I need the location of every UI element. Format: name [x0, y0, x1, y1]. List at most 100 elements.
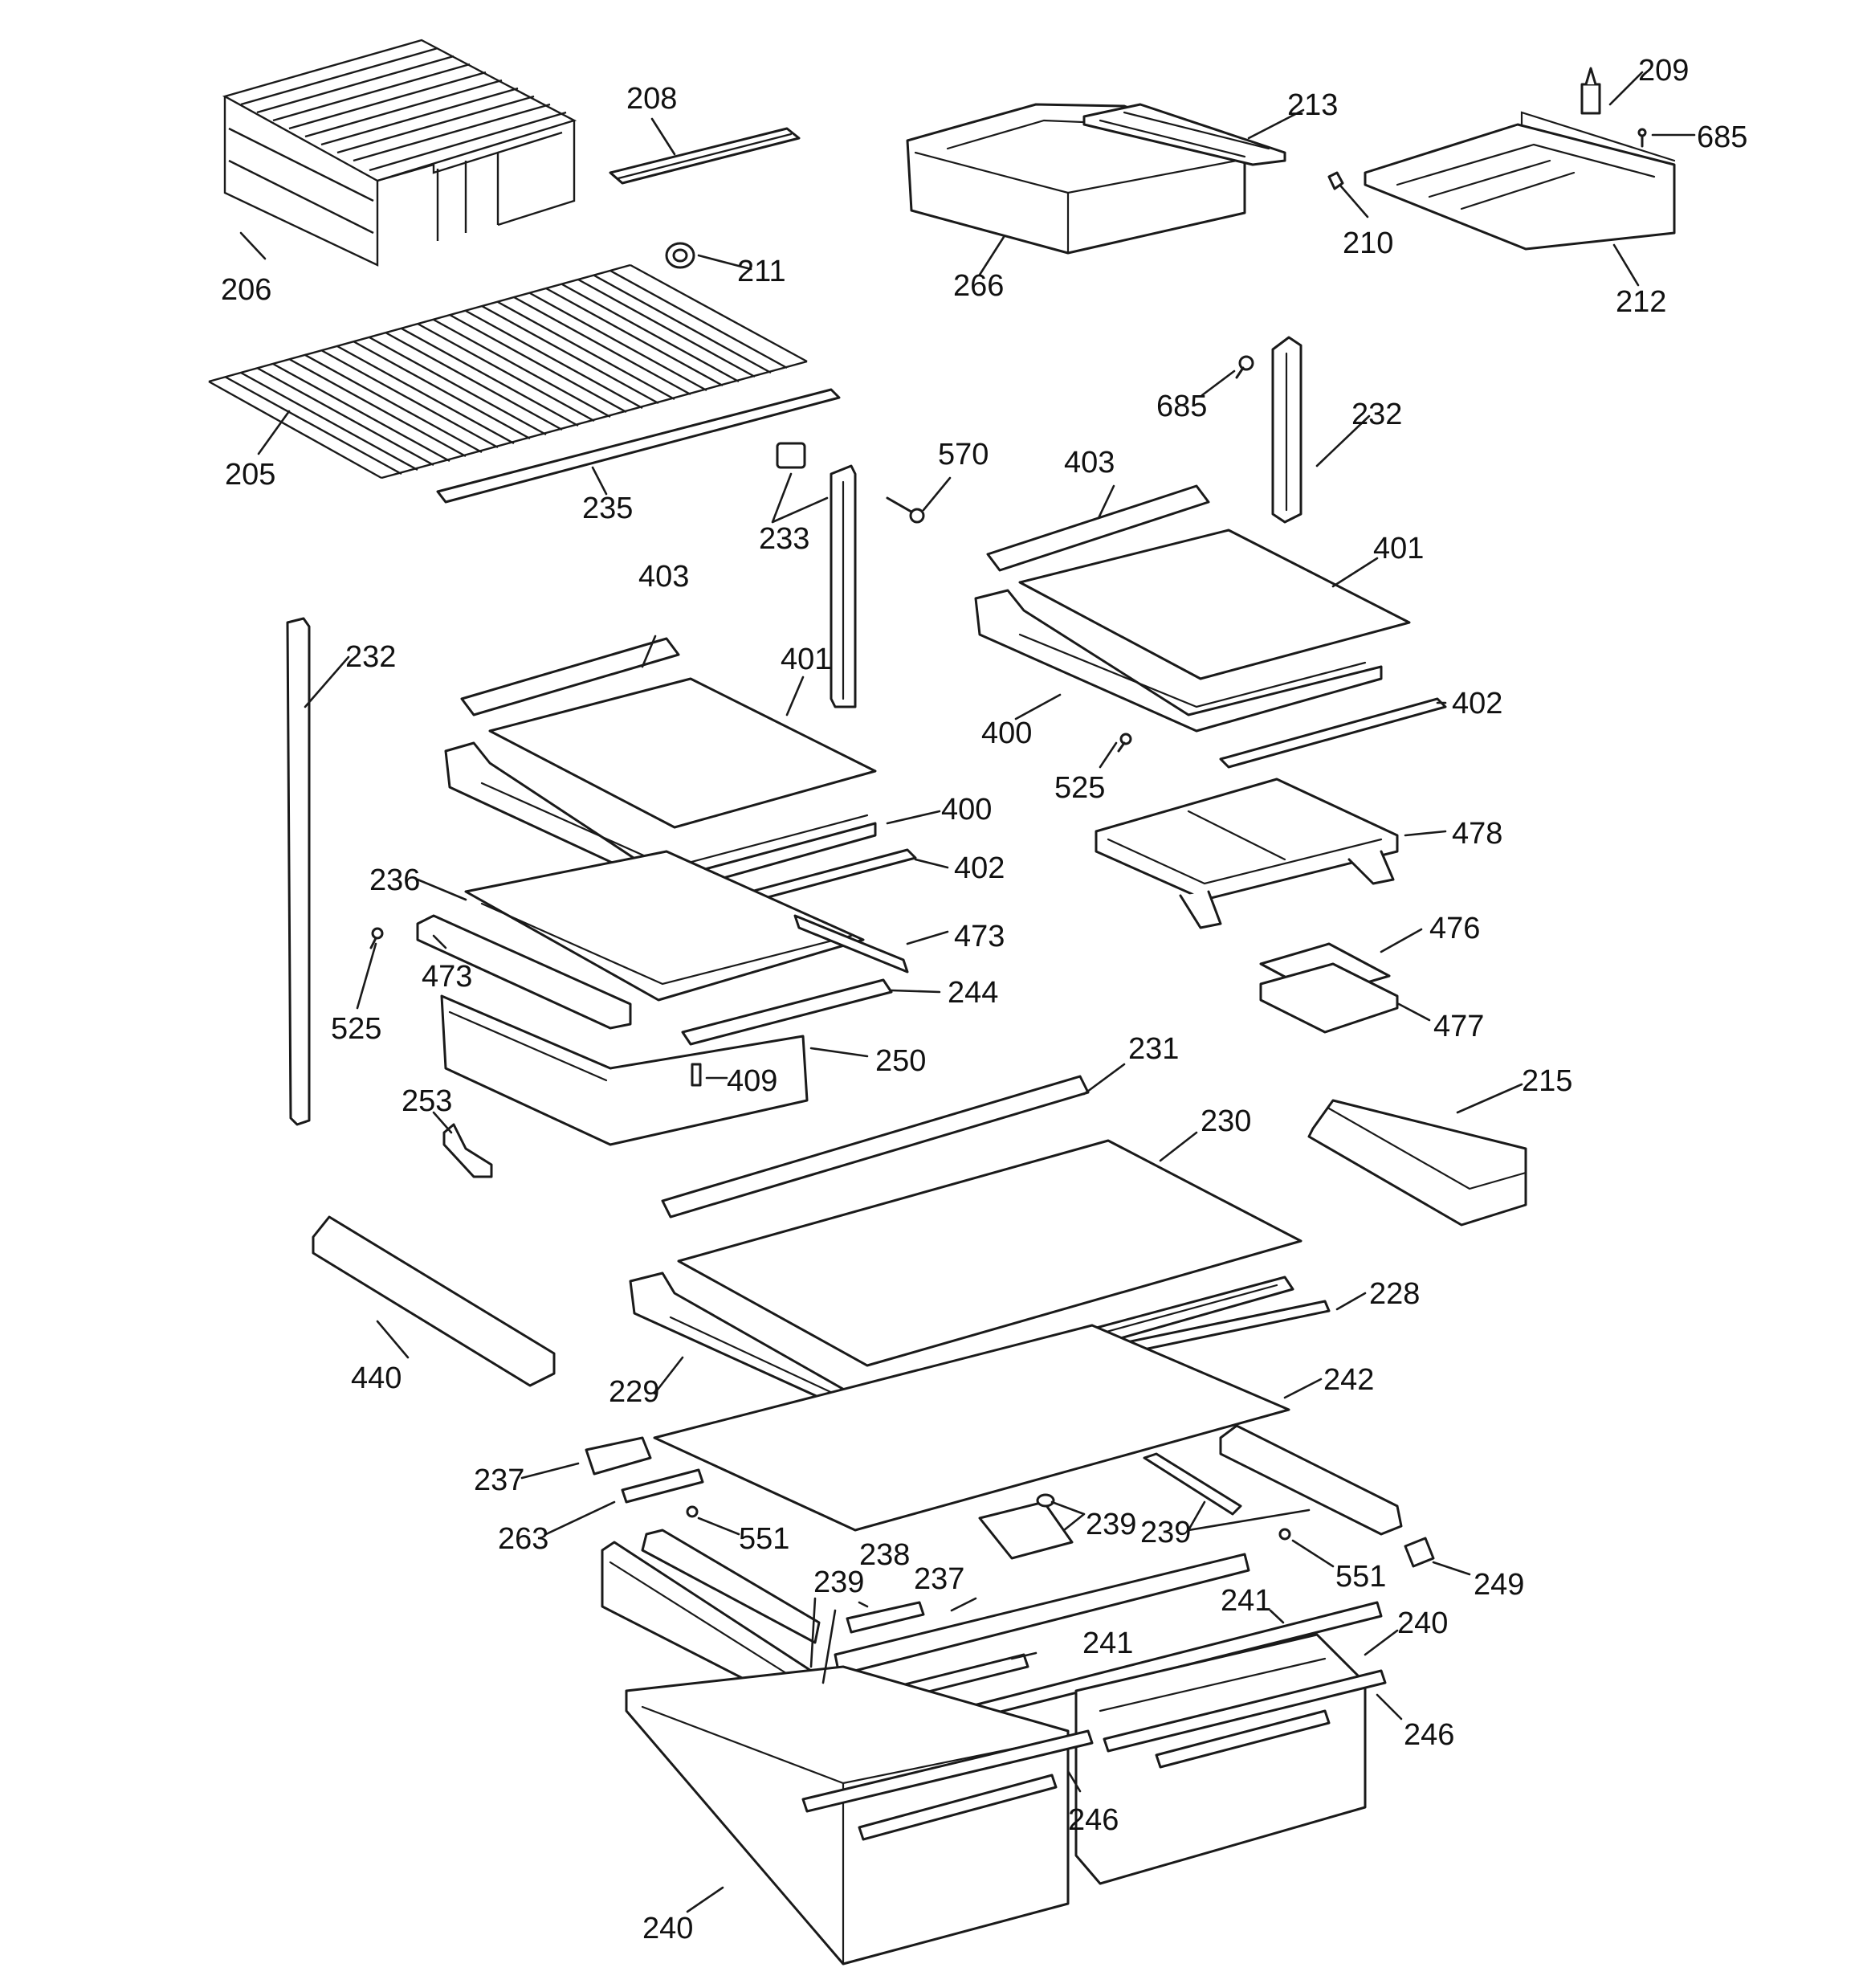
callout-249: 249 — [1474, 1568, 1524, 1602]
callout-211: 211 — [737, 255, 786, 288]
part-screw-551-right — [1278, 1528, 1291, 1541]
callout-205: 205 — [225, 458, 275, 492]
part-ice-tray — [1082, 103, 1286, 166]
callout-212: 212 — [1616, 285, 1666, 319]
callout-239-center: 239 — [1086, 1508, 1136, 1541]
callout-477: 477 — [1433, 1010, 1484, 1043]
part-roller-239 — [1036, 1493, 1055, 1508]
callout-525-right: 525 — [1054, 771, 1105, 805]
part-center-support-239 — [978, 1500, 1074, 1560]
callout-473-right: 473 — [954, 920, 1005, 953]
callout-476: 476 — [1429, 912, 1480, 945]
callout-231: 231 — [1128, 1032, 1179, 1066]
part-slide-473-left — [416, 914, 632, 1030]
part-shelf-rail-center — [830, 464, 857, 708]
callout-478: 478 — [1452, 817, 1502, 851]
callout-685-top: 685 — [1697, 120, 1747, 154]
part-slide-473-right — [793, 914, 909, 974]
part-pan-handle-246-right — [1103, 1669, 1387, 1753]
part-wire-shelf-rack — [222, 39, 577, 267]
callout-403-left: 403 — [638, 560, 689, 594]
part-damper-control — [1580, 67, 1601, 115]
callout-240-right: 240 — [1397, 1606, 1448, 1640]
part-shelf-rail-right — [1271, 336, 1302, 524]
callout-570: 570 — [938, 438, 989, 471]
part-trim-402-right — [1219, 697, 1447, 769]
callout-240-left: 240 — [642, 1912, 693, 1945]
part-slide-263 — [621, 1468, 704, 1504]
callout-246-left: 246 — [1068, 1803, 1119, 1837]
part-rail-clip — [776, 442, 806, 469]
callout-215: 215 — [1522, 1064, 1572, 1098]
part-shelf-trim — [436, 388, 841, 504]
callout-230: 230 — [1201, 1104, 1251, 1138]
part-freezer-shelf-tray — [1364, 111, 1676, 251]
part-knob — [1327, 171, 1344, 190]
callout-685-mid: 685 — [1156, 390, 1207, 423]
callout-440: 440 — [351, 1361, 402, 1395]
callout-213: 213 — [1287, 88, 1338, 122]
part-meat-pan — [440, 994, 809, 1146]
part-damper-249 — [1404, 1537, 1435, 1568]
callout-237-right: 237 — [914, 1562, 964, 1596]
callout-401-left: 401 — [781, 643, 831, 676]
part-screw-525-left — [369, 927, 384, 949]
part-label-238 — [846, 1601, 925, 1634]
callout-241-left: 241 — [1082, 1627, 1133, 1660]
part-screw-685-top — [1637, 128, 1647, 148]
callout-237-left: 237 — [474, 1463, 524, 1497]
callout-235: 235 — [582, 492, 633, 525]
part-crisper-pan-left — [625, 1665, 1070, 1966]
part-grommet — [665, 242, 695, 269]
callout-263: 263 — [498, 1522, 548, 1556]
part-screw-551-left — [686, 1505, 699, 1518]
callout-233: 233 — [759, 522, 809, 556]
callout-253: 253 — [402, 1084, 452, 1118]
callout-244: 244 — [948, 976, 998, 1010]
part-pan-trim-244 — [681, 978, 893, 1046]
part-label-409 — [691, 1063, 702, 1087]
part-pan-slide-right — [1219, 1424, 1403, 1536]
part-shelf-trim-231 — [661, 1075, 1090, 1219]
part-screw-570 — [886, 496, 925, 524]
callout-232-left: 232 — [345, 640, 396, 674]
part-glass-cover-242 — [653, 1324, 1290, 1532]
callout-403-right: 403 — [1064, 446, 1115, 480]
part-deflector-440 — [312, 1215, 556, 1387]
callout-232-right: 232 — [1351, 398, 1402, 431]
part-shelf-trim-403-right — [986, 484, 1210, 572]
callout-241-right: 241 — [1221, 1584, 1271, 1618]
part-damper-253 — [442, 1123, 493, 1178]
callout-551-left: 551 — [739, 1522, 789, 1556]
callout-236: 236 — [369, 863, 420, 897]
part-glass-shelf-401-right — [1018, 529, 1411, 680]
part-door-bin — [1307, 1099, 1527, 1227]
callout-473-left: 473 — [422, 960, 472, 994]
part-glass-shelf-230 — [677, 1139, 1302, 1367]
part-butter-tray — [1259, 962, 1399, 1034]
callout-229: 229 — [609, 1375, 659, 1409]
callout-400-right: 400 — [981, 716, 1032, 750]
callout-209: 209 — [1638, 54, 1689, 88]
part-meat-pan-cover — [464, 850, 865, 1002]
leader-lines — [239, 71, 1696, 1913]
part-pan-slide-rail — [641, 1529, 821, 1644]
part-shelf-rail-left — [286, 617, 311, 1126]
callout-525-left: 525 — [331, 1012, 381, 1046]
part-wire-shelf — [208, 263, 808, 480]
callout-239-left: 239 — [813, 1565, 864, 1599]
callout-551-right: 551 — [1335, 1560, 1386, 1594]
callout-210: 210 — [1343, 227, 1393, 260]
part-trim-strip — [609, 127, 801, 185]
callout-238: 238 — [859, 1538, 910, 1572]
callout-208: 208 — [626, 82, 677, 116]
part-screw-685-mid — [1235, 355, 1254, 379]
part-glass-shelf-401-left — [488, 677, 877, 829]
part-pan-handle-246-left — [801, 1729, 1094, 1813]
callout-250: 250 — [875, 1044, 926, 1078]
callout-228: 228 — [1369, 1277, 1420, 1311]
callout-401-right: 401 — [1373, 532, 1424, 565]
callout-402-right: 402 — [1452, 687, 1502, 720]
part-shelf-trim-403-left — [460, 637, 680, 716]
